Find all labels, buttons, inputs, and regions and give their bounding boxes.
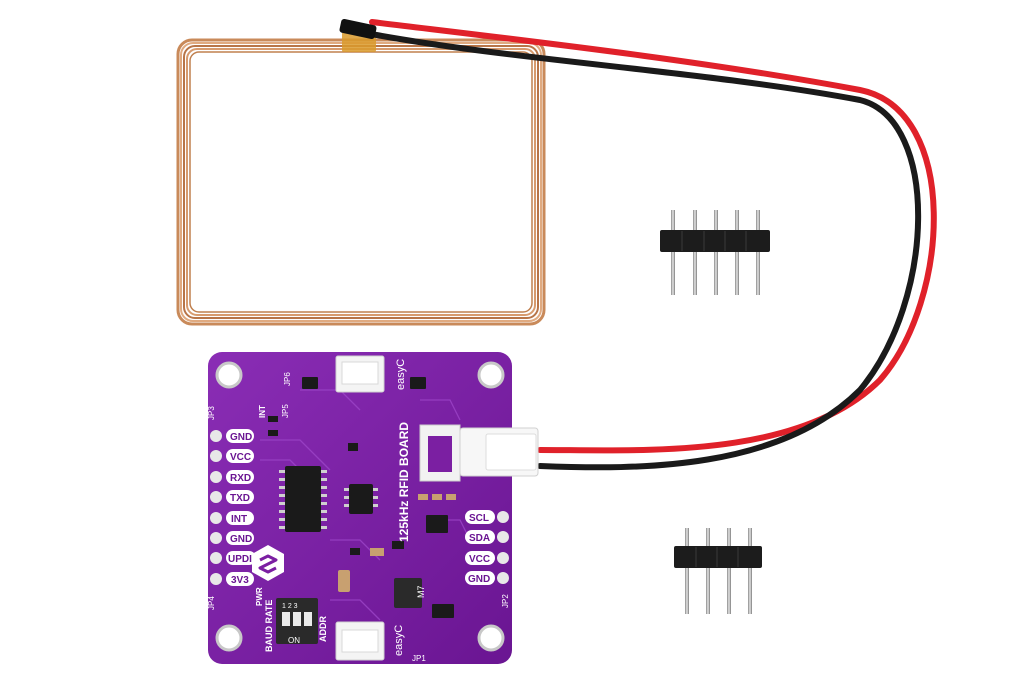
label-pwr: PWR xyxy=(255,587,264,606)
pin-label-gnd-1: GND xyxy=(230,432,252,443)
antenna-connector xyxy=(419,424,539,482)
pin-label-vcc: VCC xyxy=(230,452,251,463)
easyc-connector-top xyxy=(335,355,385,393)
pin-label-gnd-r: GND xyxy=(468,574,490,585)
label-jp2: JP2 xyxy=(501,594,510,608)
label-switch-numbers: 1 2 3 xyxy=(282,603,298,610)
pin-label-txd: TXD xyxy=(230,493,250,504)
left-pin-row: GND VCC RXD TXD INT GND UPDI 3V3 xyxy=(210,429,256,586)
brand-label-bottom: easyC xyxy=(393,625,405,656)
label-jp5: JP5 xyxy=(281,404,290,418)
pin-label-scl: SCL xyxy=(469,513,489,524)
rfid-board: GND VCC RXD TXD INT GND UPDI 3V3 xyxy=(207,352,539,664)
pin-label-int: INT xyxy=(231,514,247,525)
label-addr: ADDR xyxy=(318,616,328,642)
brand-label-top: easyC xyxy=(395,359,407,390)
label-baud-rate: BAUD RATE xyxy=(264,600,274,652)
label-jp1: JP1 xyxy=(412,654,426,663)
label-on: ON xyxy=(288,636,300,645)
header-strip-4pin xyxy=(674,528,762,614)
inductor: M7 xyxy=(394,578,426,608)
right-pin-row: SCL SDA VCC GND xyxy=(465,510,509,585)
label-jp4: JP4 xyxy=(207,596,216,610)
antenna-wires xyxy=(339,18,937,471)
passive-components xyxy=(268,377,454,618)
label-jp3: JP3 xyxy=(207,406,216,420)
label-jp6: JP6 xyxy=(283,372,292,386)
mounting-holes xyxy=(215,361,505,652)
pin-label-updi: UPDI xyxy=(228,554,252,565)
label-int: INT xyxy=(258,405,267,418)
dip-switch xyxy=(276,598,318,644)
header-strip-5pin xyxy=(660,210,770,295)
brand-logo xyxy=(252,545,284,581)
board-title: 125kHz RFID BOARD xyxy=(397,422,411,542)
pin-label-sda: SDA xyxy=(469,533,490,544)
inductor-mark: M7 xyxy=(416,585,426,598)
easyc-connector-bottom xyxy=(335,621,385,661)
pin-label-rxd: RXD xyxy=(230,473,251,484)
secondary-ic xyxy=(344,484,378,514)
main-ic xyxy=(279,466,327,532)
pin-label-3v3: 3V3 xyxy=(231,575,249,586)
antenna-coil xyxy=(176,32,546,326)
pin-label-gnd-2: GND xyxy=(230,534,252,545)
pin-label-vcc-r: VCC xyxy=(469,554,490,565)
